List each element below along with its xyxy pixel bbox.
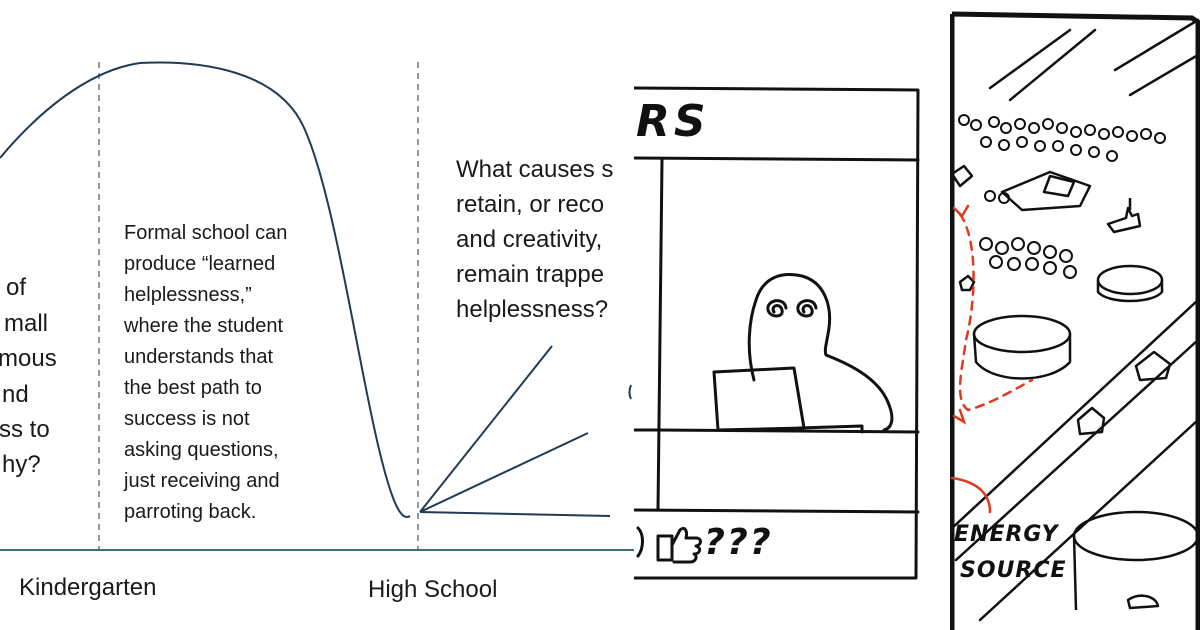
dizzy-eye-left [766, 299, 788, 318]
footer-question-marks: ??? [704, 522, 773, 563]
energy-source-arc [950, 476, 992, 514]
header-divider [634, 156, 920, 162]
source-label: SOURCE [960, 558, 1067, 583]
branch-line-mid [419, 432, 589, 513]
storage-tank-large-body [972, 333, 1072, 380]
formal-school-text: Formal school can produce “learned helpl… [124, 222, 288, 523]
branch-line-high [419, 345, 553, 513]
tree-cluster-top [958, 114, 1166, 162]
sketch-panel-person: RS ??? [634, 0, 950, 630]
partial-question-line: nd [2, 381, 29, 408]
creativity-curve-svg [0, 61, 634, 551]
outer-frame [634, 86, 920, 580]
partial-question-line: ss to [0, 416, 50, 443]
solar-building-icon [1000, 170, 1092, 212]
house-icon-tiny [958, 274, 976, 292]
kindergarten-label: Kindergarten [19, 574, 157, 601]
person-outline [747, 273, 894, 432]
energy-route-dashed [958, 212, 1034, 412]
road-diagonal-b [954, 338, 1200, 562]
partial-question-line: mous [0, 345, 57, 372]
energy-tank-body [1072, 530, 1200, 612]
causes-question-text: What causes s retain, or reco and creati… [456, 156, 614, 323]
person-sketch-svg [634, 86, 920, 580]
map-dark-border [950, 0, 1200, 630]
thumbs-up-icon [656, 526, 702, 564]
dizzy-eye-right [796, 299, 818, 318]
road-top-left [988, 28, 1097, 102]
inner-left-edge [656, 158, 664, 512]
route-arrow-head-a [952, 408, 967, 425]
partial-question-line: of [6, 274, 27, 301]
partial-glyph-left [636, 526, 644, 558]
footer-divider [634, 508, 920, 514]
desk-line [656, 428, 920, 434]
partial-question-line: mall [4, 310, 49, 337]
laptop [712, 366, 806, 432]
partial-question-line: hy? [2, 451, 41, 478]
house-icon-right [1134, 350, 1172, 382]
city-map-svg [950, 0, 1200, 630]
branch-line-flat [419, 511, 611, 517]
storage-tank-small-body [1096, 280, 1164, 303]
road-top-right [1113, 18, 1200, 97]
road-diagonal-a [950, 298, 1200, 532]
church-icon [1106, 198, 1142, 234]
tree-cluster-middle [979, 190, 1077, 279]
sketch-panel-city-map: ENERGY SOURCE [950, 0, 1200, 630]
energy-label: ENERGY [954, 522, 1059, 547]
route-arrow-head-b [952, 204, 970, 219]
house-icon-left [950, 164, 974, 188]
branch-edge-mark [628, 384, 632, 400]
high-school-label: High School [368, 576, 498, 603]
creativity-chart-panel: of mall mous nd ss to hy? Formal school … [0, 61, 634, 603]
house-icon-lower [1076, 406, 1106, 436]
laptop-base [797, 424, 864, 434]
creativity-curve [0, 61, 411, 518]
energy-tank-detail [1126, 594, 1160, 610]
header-partial-text: RS [636, 96, 710, 147]
